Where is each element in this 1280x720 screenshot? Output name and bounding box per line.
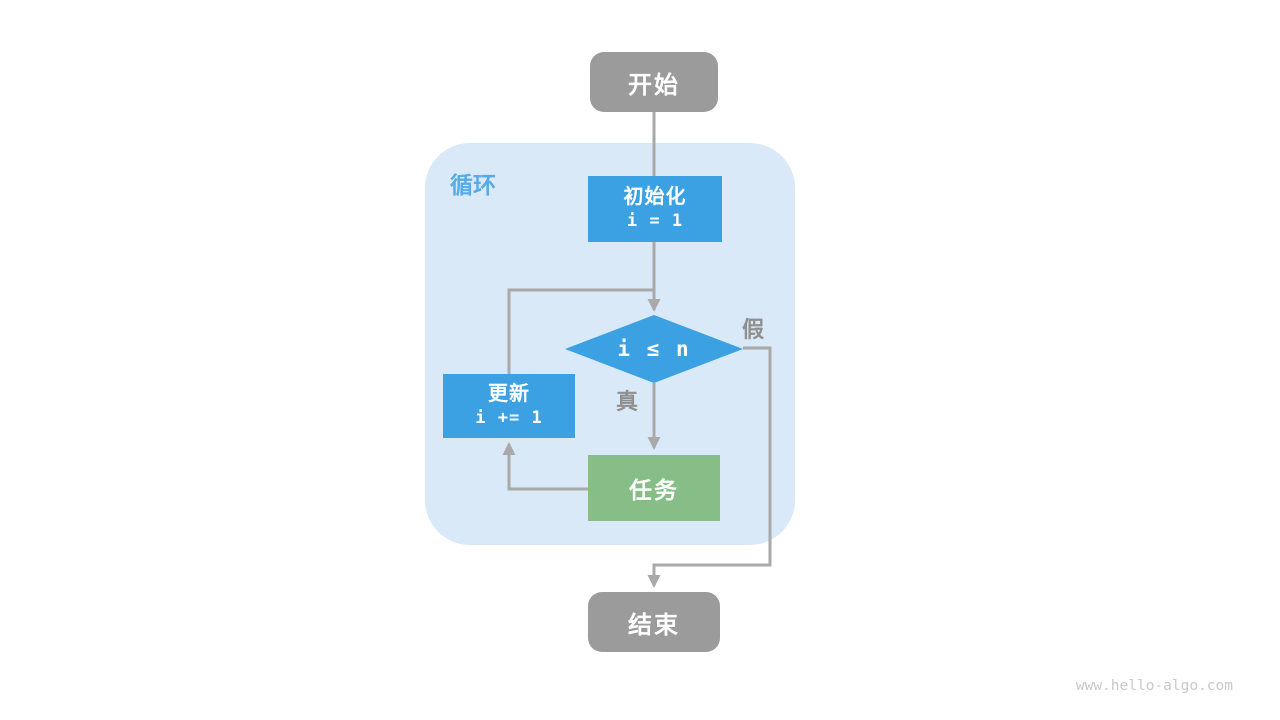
init-node: 初始化 i = 1 (588, 176, 722, 242)
init-node-label: 初始化 (623, 186, 687, 209)
watermark: www.hello-algo.com (1075, 678, 1233, 694)
end-node-label: 结束 (628, 611, 680, 639)
end-node: 结束 (588, 592, 720, 652)
task-node: 任务 (588, 455, 720, 521)
start-node-label: 开始 (628, 71, 680, 99)
update-node: 更新 i += 1 (443, 374, 575, 438)
start-node: 开始 (590, 52, 718, 112)
update-node-code: i += 1 (475, 408, 543, 429)
init-node-code: i = 1 (626, 211, 684, 232)
update-node-label: 更新 (488, 383, 530, 406)
false-branch-label: 假 (742, 317, 765, 342)
task-node-label: 任务 (629, 477, 679, 503)
true-branch-label: 真 (616, 389, 639, 414)
condition-label: i ≤ n (617, 337, 691, 361)
loop-container-label: 循环 (450, 172, 496, 198)
